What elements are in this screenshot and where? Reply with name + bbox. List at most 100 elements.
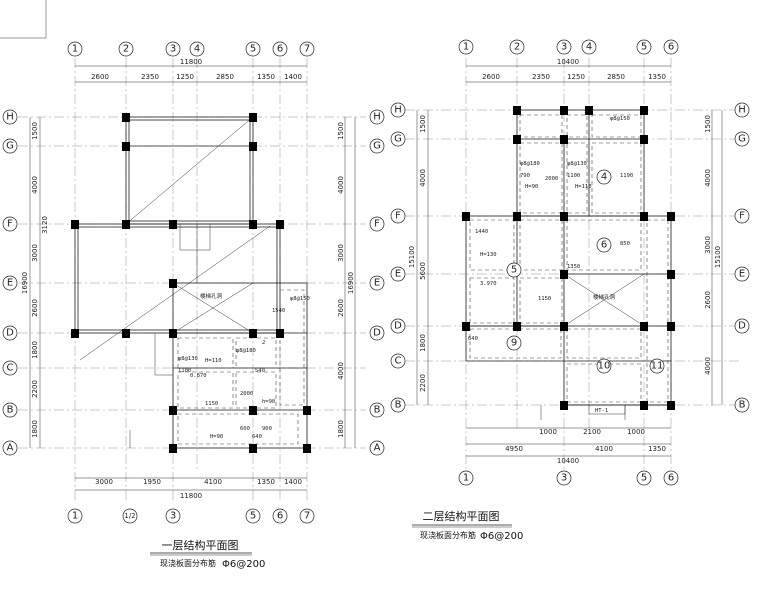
svg-text:4: 4 [586, 42, 592, 53]
axis-bubbles-top: 1 2 3 4 5 6 7 [67, 41, 315, 57]
axis-bubble: G [734, 131, 750, 147]
svg-text:φ8@130: φ8@130 [178, 356, 198, 362]
svg-text:D: D [394, 321, 402, 332]
grid-lines [18, 58, 366, 500]
svg-text:640: 640 [252, 434, 262, 440]
axis-bubbles-left: H G F E D C B [390, 102, 406, 413]
svg-text:1950: 1950 [143, 478, 161, 486]
axis-bubble: 5 [245, 508, 261, 524]
svg-text:F: F [374, 219, 380, 230]
svg-text:φ8@130: φ8@130 [567, 161, 587, 167]
svg-text:6: 6 [668, 473, 674, 484]
axis-bubble: 6 [663, 470, 679, 486]
dimension-lines [29, 65, 356, 491]
slab-note-value: Φ6@200 [480, 531, 523, 542]
svg-text:3: 3 [561, 473, 567, 484]
axis-bubble: D [2, 325, 18, 341]
svg-text:H: H [6, 112, 14, 123]
svg-text:2200: 2200 [419, 374, 427, 392]
plan-title: 二层结构平面图 [423, 509, 500, 523]
svg-text:1500: 1500 [704, 115, 712, 133]
axis-bubble: H [734, 102, 750, 118]
room-numbers: 4 5 6 9 10 11 [506, 169, 665, 374]
axis-bubbles-left: H G F E D C B A [2, 109, 18, 456]
svg-text:1: 1 [463, 42, 469, 53]
svg-text:1540: 1540 [272, 308, 285, 314]
svg-text:3.970: 3.970 [480, 281, 497, 287]
plan-title-block: 一层结构平面图 现浇板面分布筋 Φ6@200 [150, 538, 265, 570]
svg-text:3000: 3000 [704, 236, 712, 254]
svg-text:4: 4 [601, 172, 607, 183]
svg-text:1350: 1350 [257, 73, 275, 81]
svg-text:5: 5 [511, 265, 517, 276]
room-number: 10 [596, 358, 612, 374]
svg-text:1: 1 [463, 473, 469, 484]
svg-text:1350: 1350 [648, 73, 666, 81]
svg-text:B: B [739, 400, 746, 411]
svg-text:10: 10 [598, 361, 611, 372]
svg-text:2100: 2100 [583, 428, 601, 436]
axis-bubble: F [369, 216, 385, 232]
svg-text:1500: 1500 [31, 122, 39, 140]
svg-text:2: 2 [514, 42, 520, 53]
axis-bubble: B [369, 402, 385, 418]
svg-text:1250: 1250 [567, 73, 585, 81]
axis-bubble: 3 [556, 470, 572, 486]
svg-text:2000: 2000 [545, 176, 558, 182]
axis-bubble: B [2, 402, 18, 418]
axis-bubble: E [2, 275, 18, 291]
axis-bubble: C [2, 360, 18, 376]
svg-text:φ8@180: φ8@180 [520, 161, 540, 167]
svg-text:4000: 4000 [337, 176, 345, 194]
svg-text:1400: 1400 [284, 73, 302, 81]
svg-text:1000: 1000 [539, 428, 557, 436]
axis-bubble: D [734, 318, 750, 334]
svg-text:4100: 4100 [595, 445, 613, 453]
svg-text:G: G [394, 134, 402, 145]
svg-text:D: D [373, 328, 381, 339]
svg-text:540: 540 [255, 368, 265, 374]
svg-text:3000: 3000 [337, 244, 345, 262]
dimension-texts: 10400 2600 2350 1250 2850 1350 1000 2100… [408, 58, 722, 465]
svg-text:E: E [374, 278, 380, 289]
svg-text:楼梯孔洞: 楼梯孔洞 [200, 292, 223, 300]
svg-text:2000: 2000 [240, 391, 253, 397]
plan-second-floor: 1 2 3 4 5 6 1 3 5 6 H G F E D C B H G F … [390, 39, 750, 542]
svg-text:0.870: 0.870 [190, 373, 207, 379]
axis-bubble: H [2, 109, 18, 125]
svg-text:1350: 1350 [648, 445, 666, 453]
svg-text:A: A [7, 443, 14, 454]
svg-text:H: H [394, 105, 402, 116]
svg-text:4: 4 [194, 44, 200, 55]
svg-text:10400: 10400 [557, 457, 579, 465]
axis-bubble: F [2, 216, 18, 232]
dimension-texts: 11800 2600 2350 1250 2850 1350 1400 3000… [21, 58, 355, 500]
axis-bubble: F [734, 208, 750, 224]
svg-text:1250: 1250 [176, 73, 194, 81]
svg-text:1800: 1800 [337, 420, 345, 438]
svg-text:H=110: H=110 [205, 358, 222, 364]
plan-first-floor: 1 2 3 4 5 6 7 1 1/2 3 5 6 7 H G F E D C … [2, 41, 385, 570]
svg-text:2600: 2600 [31, 299, 39, 317]
svg-text:900: 900 [262, 426, 272, 432]
svg-text:5600: 5600 [419, 262, 427, 280]
axis-bubble: D [369, 325, 385, 341]
room-number: 6 [596, 237, 612, 253]
svg-text:15100: 15100 [714, 246, 722, 268]
svg-text:H=90: H=90 [525, 184, 538, 190]
svg-text:11800: 11800 [180, 492, 202, 500]
svg-text:6: 6 [668, 42, 674, 53]
axis-bubble: B [390, 397, 406, 413]
svg-text:790: 790 [520, 173, 530, 179]
axis-bubble: E [390, 266, 406, 282]
svg-text:4950: 4950 [505, 445, 523, 453]
svg-text:2: 2 [262, 340, 265, 346]
svg-text:1800: 1800 [31, 420, 39, 438]
svg-text:11800: 11800 [180, 58, 202, 66]
svg-text:4000: 4000 [704, 169, 712, 187]
svg-text:h=90: h=90 [262, 399, 275, 405]
svg-text:1000: 1000 [627, 428, 645, 436]
svg-text:4000: 4000 [704, 357, 712, 375]
axis-bubble: 4 [581, 39, 597, 55]
